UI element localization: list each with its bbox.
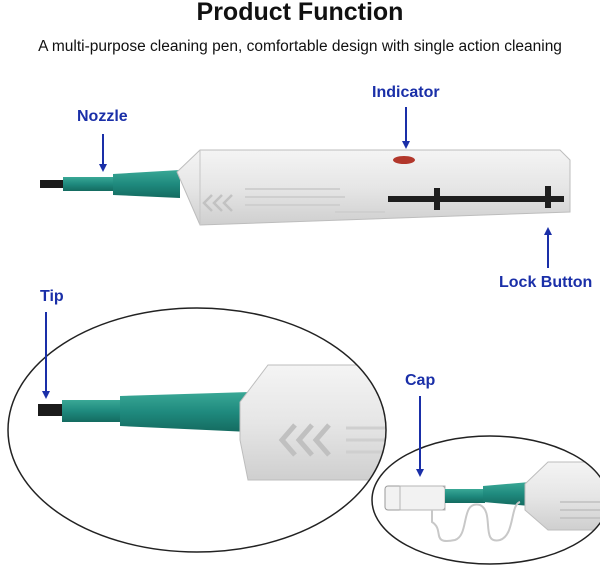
cleaning-pen: [40, 149, 571, 226]
cap-frame: [371, 435, 600, 565]
embossed-text: [245, 188, 385, 213]
nozzle-collar: [113, 170, 180, 198]
lock-button-label: Lock Button: [499, 274, 593, 291]
nozzle-shaft: [63, 177, 115, 191]
page-title: Product Function: [196, 0, 404, 26]
page-subtitle: A multi-purpose cleaning pen, comfortabl…: [38, 38, 562, 55]
nozzle-pin: [40, 180, 66, 188]
chevron-arrows-icon: [278, 423, 331, 457]
chevron-arrows-icon: [202, 194, 233, 212]
lock-button: [434, 188, 440, 210]
tip-frame: [7, 307, 387, 553]
cap-label: Cap: [405, 372, 436, 389]
indicator-label: Indicator: [372, 84, 440, 101]
callout-arrows: [99, 107, 552, 268]
cap-closeup: [371, 435, 600, 565]
cap-arrow: [416, 396, 424, 477]
pen-body-icon: [176, 149, 571, 226]
tip-arrow: [42, 312, 50, 399]
cap-strap: [431, 501, 521, 542]
lock-slot-icon: [388, 196, 564, 202]
tip-label: Tip: [40, 288, 64, 305]
indicator-window: [393, 156, 415, 164]
tip-closeup: [7, 307, 387, 553]
nozzle-label: Nozzle: [77, 108, 128, 125]
